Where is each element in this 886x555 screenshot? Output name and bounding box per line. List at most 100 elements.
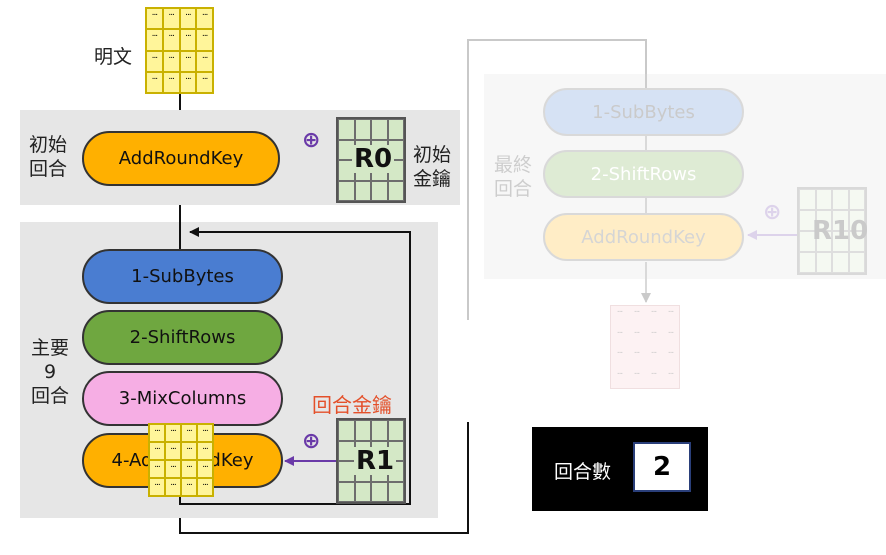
initial-addroundkey-step[interactable]: AddRoundKey [82, 131, 280, 186]
grid-cell: ... [165, 460, 181, 478]
grid-cell: ... [179, 29, 197, 51]
grid-cell [371, 119, 388, 140]
grid-cell: ... [616, 305, 624, 315]
initial-xor-icon: ⊕ [302, 128, 321, 153]
round-counter-label: 回合數 [554, 461, 612, 483]
grid-cell: ... [179, 50, 197, 72]
grid-cell: ... [165, 478, 181, 496]
grid-cell: ... [196, 29, 213, 51]
grid-cell: ... [650, 346, 658, 356]
grid-cell: ... [146, 8, 163, 30]
grid-cell: ... [181, 460, 197, 478]
grid-cell: ... [650, 305, 658, 315]
grid-cell: ... [633, 366, 641, 377]
grid-cell: ... [162, 29, 180, 51]
grid-cell [354, 119, 371, 140]
r10-key-grid [797, 187, 867, 275]
grid-cell [354, 180, 371, 201]
grid-cell: ... [146, 29, 163, 51]
grid-cell: ... [196, 8, 213, 30]
grid-cell [387, 420, 404, 441]
grid-cell [338, 180, 355, 201]
grid-cell: ... [650, 325, 658, 336]
grid-cell [848, 231, 865, 252]
grid-cell [338, 481, 355, 502]
final-subbytes-step[interactable]: 1-SubBytes [543, 88, 744, 136]
grid-cell: ... [633, 325, 641, 336]
grid-cell: ... [181, 442, 197, 460]
mixcolumns-step[interactable]: 3-MixColumns [82, 371, 283, 426]
grid-cell: ... [162, 8, 180, 30]
grid-cell [848, 210, 865, 231]
grid-cell [338, 119, 355, 140]
grid-cell: ... [616, 366, 624, 377]
main-xor-icon: ⊕ [302, 429, 321, 454]
shiftrows-step[interactable]: 2-ShiftRows [82, 310, 283, 365]
grid-cell: ... [197, 478, 213, 496]
round-counter-value: 2 [633, 442, 691, 492]
initial-key-caption: 初始金鑰 [413, 143, 452, 191]
r1-key-label: R1 [354, 446, 397, 476]
grid-cell: ... [196, 71, 213, 93]
exit-line-lower [179, 422, 469, 534]
subbytes-step[interactable]: 1-SubBytes [82, 249, 283, 304]
grid-cell [371, 420, 388, 441]
grid-cell: ... [149, 478, 165, 496]
grid-cell [799, 252, 816, 273]
grid-cell [387, 481, 404, 502]
grid-cell: ... [165, 442, 181, 460]
ciphertext-state-grid: ........................................… [610, 305, 680, 389]
grid-cell [354, 481, 371, 502]
grid-cell: ... [616, 325, 624, 336]
grid-cell: ... [162, 50, 180, 72]
grid-cell [387, 180, 404, 201]
grid-cell [832, 231, 849, 252]
grid-cell: ... [667, 346, 675, 356]
grid-cell [815, 189, 832, 210]
grid-cell: ... [149, 460, 165, 478]
r0-key-label: R0 [352, 144, 395, 174]
grid-cell: ... [633, 305, 641, 315]
grid-cell [815, 231, 832, 252]
grid-cell: ... [667, 305, 675, 315]
grid-cell: ... [181, 478, 197, 496]
main-round-label: 主要 9 回合 [31, 337, 70, 407]
grid-cell: ... [196, 50, 213, 72]
grid-cell [799, 189, 816, 210]
grid-cell [832, 210, 849, 231]
final-shiftrows-step[interactable]: 2-ShiftRows [543, 150, 744, 198]
plaintext-state-grid: ........................................… [145, 7, 214, 94]
grid-cell: ... [197, 424, 213, 442]
grid-cell: ... [667, 325, 675, 336]
grid-cell: ... [181, 424, 197, 442]
grid-cell: ... [633, 346, 641, 356]
grid-cell [371, 180, 388, 201]
final-round-label: 最終回合 [494, 154, 533, 200]
grid-cell: ... [165, 424, 181, 442]
grid-cell [848, 189, 865, 210]
grid-cell: ... [179, 8, 197, 30]
grid-cell: ... [197, 460, 213, 478]
grid-cell: ... [162, 71, 180, 93]
current-state-grid: ........................................… [148, 423, 214, 497]
grid-cell [815, 252, 832, 273]
round-key-caption: 回合金鑰 [312, 393, 392, 417]
grid-cell: ... [149, 424, 165, 442]
grid-cell [338, 420, 355, 441]
grid-cell [799, 210, 816, 231]
grid-cell [832, 189, 849, 210]
grid-cell [338, 461, 355, 482]
initial-round-label: 初始回合 [29, 134, 68, 180]
grid-cell: ... [616, 346, 624, 356]
grid-cell [354, 420, 371, 441]
grid-cell [832, 252, 849, 273]
final-xor-icon: ⊕ [763, 200, 782, 225]
round-counter-box: 回合數 2 [532, 427, 708, 511]
grid-cell: ... [197, 442, 213, 460]
grid-cell: ... [179, 71, 197, 93]
grid-cell: ... [667, 366, 675, 377]
final-addroundkey-step[interactable]: AddRoundKey [543, 213, 744, 261]
exit-line-upper [467, 39, 647, 320]
grid-cell: ... [149, 442, 165, 460]
grid-cell [815, 210, 832, 231]
